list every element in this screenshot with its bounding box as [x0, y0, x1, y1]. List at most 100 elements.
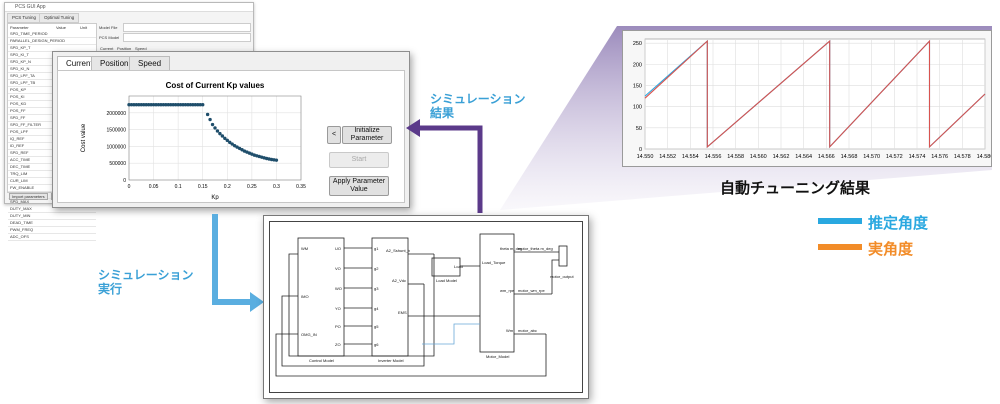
- bg-pcs-model-input[interactable]: [123, 33, 251, 42]
- inv-in-3-label: g4: [374, 306, 379, 311]
- angle-xtick: 14.554: [682, 154, 699, 160]
- motor-out-1-label: wm_rpe: [500, 288, 515, 293]
- cost-xtick: 0.3: [273, 184, 280, 190]
- motor-out-0-label: theta m_deg: [500, 246, 522, 251]
- bg-model-file-input[interactable]: [123, 23, 251, 32]
- cost-xtick: 0.35: [296, 184, 306, 190]
- legend-actual-label: 実角度: [868, 241, 914, 258]
- cost-point: [169, 103, 173, 107]
- bg-table-row[interactable]: PARALLEL_DESIGN_PERIOD: [8, 38, 96, 45]
- cost-point: [137, 103, 141, 107]
- angle-xtick: 14.572: [886, 154, 903, 160]
- angle-xtick: 14.566: [818, 154, 835, 160]
- angle-xtick: 14.550: [637, 154, 654, 160]
- load-in-label: Load: [454, 264, 463, 269]
- ctrl-out-5-label: ZO: [335, 342, 341, 347]
- cost-point: [156, 103, 161, 107]
- cost-point: [230, 142, 234, 146]
- bg-table-row[interactable]: SPD_TIME_PERIOD: [8, 31, 96, 38]
- cost-point: [225, 138, 229, 143]
- cost-point: [186, 103, 190, 107]
- angle-ytick: 250: [633, 41, 642, 47]
- start-button[interactable]: Start: [329, 152, 389, 168]
- sig-2-label: motor_abc: [518, 328, 537, 333]
- tab-speed[interactable]: Speed: [129, 56, 171, 71]
- bg-subtab-current[interactable]: Current: [100, 46, 114, 51]
- cost-ytick: 500000: [109, 161, 126, 167]
- cost-point: [146, 103, 151, 107]
- cost-ytick: 1000000: [107, 144, 127, 150]
- cost-point: [132, 103, 136, 107]
- motor-model-block[interactable]: [479, 233, 515, 353]
- angle-xtick: 14.574: [909, 154, 926, 160]
- ctrl-out-0-label: UO: [335, 246, 341, 251]
- bg-tab-optimal-tuning[interactable]: Optimal Tuning: [39, 13, 80, 23]
- cost-chart-title: Cost of Current Kp values: [166, 81, 265, 90]
- cost-xlabel: Kp: [211, 195, 219, 200]
- cost-point: [173, 103, 178, 107]
- load-name-label: Load Model: [436, 278, 457, 283]
- legend-estimated-swatch: [818, 218, 862, 224]
- inverter-model-block[interactable]: [371, 237, 409, 357]
- legend-estimated-label: 推定角度: [868, 215, 929, 232]
- cost-point: [201, 103, 205, 107]
- cost-point: [176, 103, 180, 107]
- cost-point: [220, 134, 225, 138]
- angle-xtick: 14.558: [727, 154, 744, 160]
- cost-point: [218, 131, 222, 136]
- apply-parameter-value-button[interactable]: Apply Parameter Value: [329, 176, 389, 196]
- cost-point: [159, 103, 163, 107]
- bg-col-parameter: Parameter: [10, 25, 29, 30]
- bg-col-unit: Unit: [80, 25, 88, 30]
- bg-table-row[interactable]: PWM_FREQ: [8, 227, 96, 234]
- angle-xtick: 14.564: [795, 154, 812, 160]
- cost-ytick: 1500000: [107, 128, 127, 134]
- cost-point: [154, 103, 158, 107]
- cost-point: [127, 103, 131, 107]
- bg-field-model-file: Model File: [99, 25, 118, 30]
- load-model-block[interactable]: [431, 257, 461, 277]
- auto-tuning-result-label: 自動チューニング結果: [720, 180, 871, 197]
- scope-block[interactable]: [558, 245, 568, 267]
- angle-ytick: 50: [636, 126, 642, 132]
- cost-xtick: 0.15: [198, 184, 208, 190]
- cost-ytick: 2000000: [107, 111, 127, 117]
- sig-0-label: motor_theta m_deg: [518, 246, 553, 251]
- inv-in-0-label: g1: [374, 246, 379, 251]
- bg-table-row[interactable]: DUTY_MIN: [8, 213, 96, 220]
- exec-arrow: [212, 214, 252, 305]
- bg-import-button[interactable]: Import parameters: [9, 193, 48, 200]
- exec-arrowhead: [250, 292, 264, 312]
- cost-point: [139, 103, 143, 107]
- sim-exec-line2: 実行: [98, 282, 123, 296]
- bg-subtab-position[interactable]: Position: [117, 46, 132, 51]
- inv-in-4-label: g5: [374, 324, 379, 329]
- angle-xtick: 14.562: [773, 154, 790, 160]
- ctrl-out-4-label: PO: [335, 324, 341, 329]
- cost-point: [134, 103, 139, 107]
- bg-table-row[interactable]: ADC_OFS: [8, 234, 96, 241]
- sim-exec-line1: シミュレーション: [98, 268, 194, 282]
- initialize-parameter-button[interactable]: Initialize Parameter: [342, 126, 392, 144]
- angle-xtick: 14.576: [931, 154, 948, 160]
- ctrl-out-2-label: WO: [335, 286, 342, 291]
- cost-point: [166, 103, 171, 107]
- ctrl-out-3-label: YO: [335, 306, 341, 311]
- cost-point: [208, 117, 212, 122]
- back-button[interactable]: <: [327, 126, 341, 144]
- cost-point: [205, 112, 210, 117]
- bg-table-row[interactable]: DUTY_MAX: [8, 206, 96, 213]
- bg-table-row[interactable]: DEAD_TIME: [8, 220, 96, 227]
- bg-col-value: Value: [56, 25, 66, 30]
- ctrl-in-2-label: OMG_IN: [301, 332, 317, 337]
- actual-angle-line: [644, 39, 986, 149]
- sim-result-line1: シミュレーション: [430, 92, 526, 106]
- angle-xtick: 14.570: [863, 154, 880, 160]
- cost-chart-bg: [65, 76, 317, 200]
- cost-xtick: 0: [128, 184, 131, 190]
- bg-subtab-speed[interactable]: Speed: [135, 46, 147, 51]
- bg-window-title: PCS GUI App: [5, 3, 253, 12]
